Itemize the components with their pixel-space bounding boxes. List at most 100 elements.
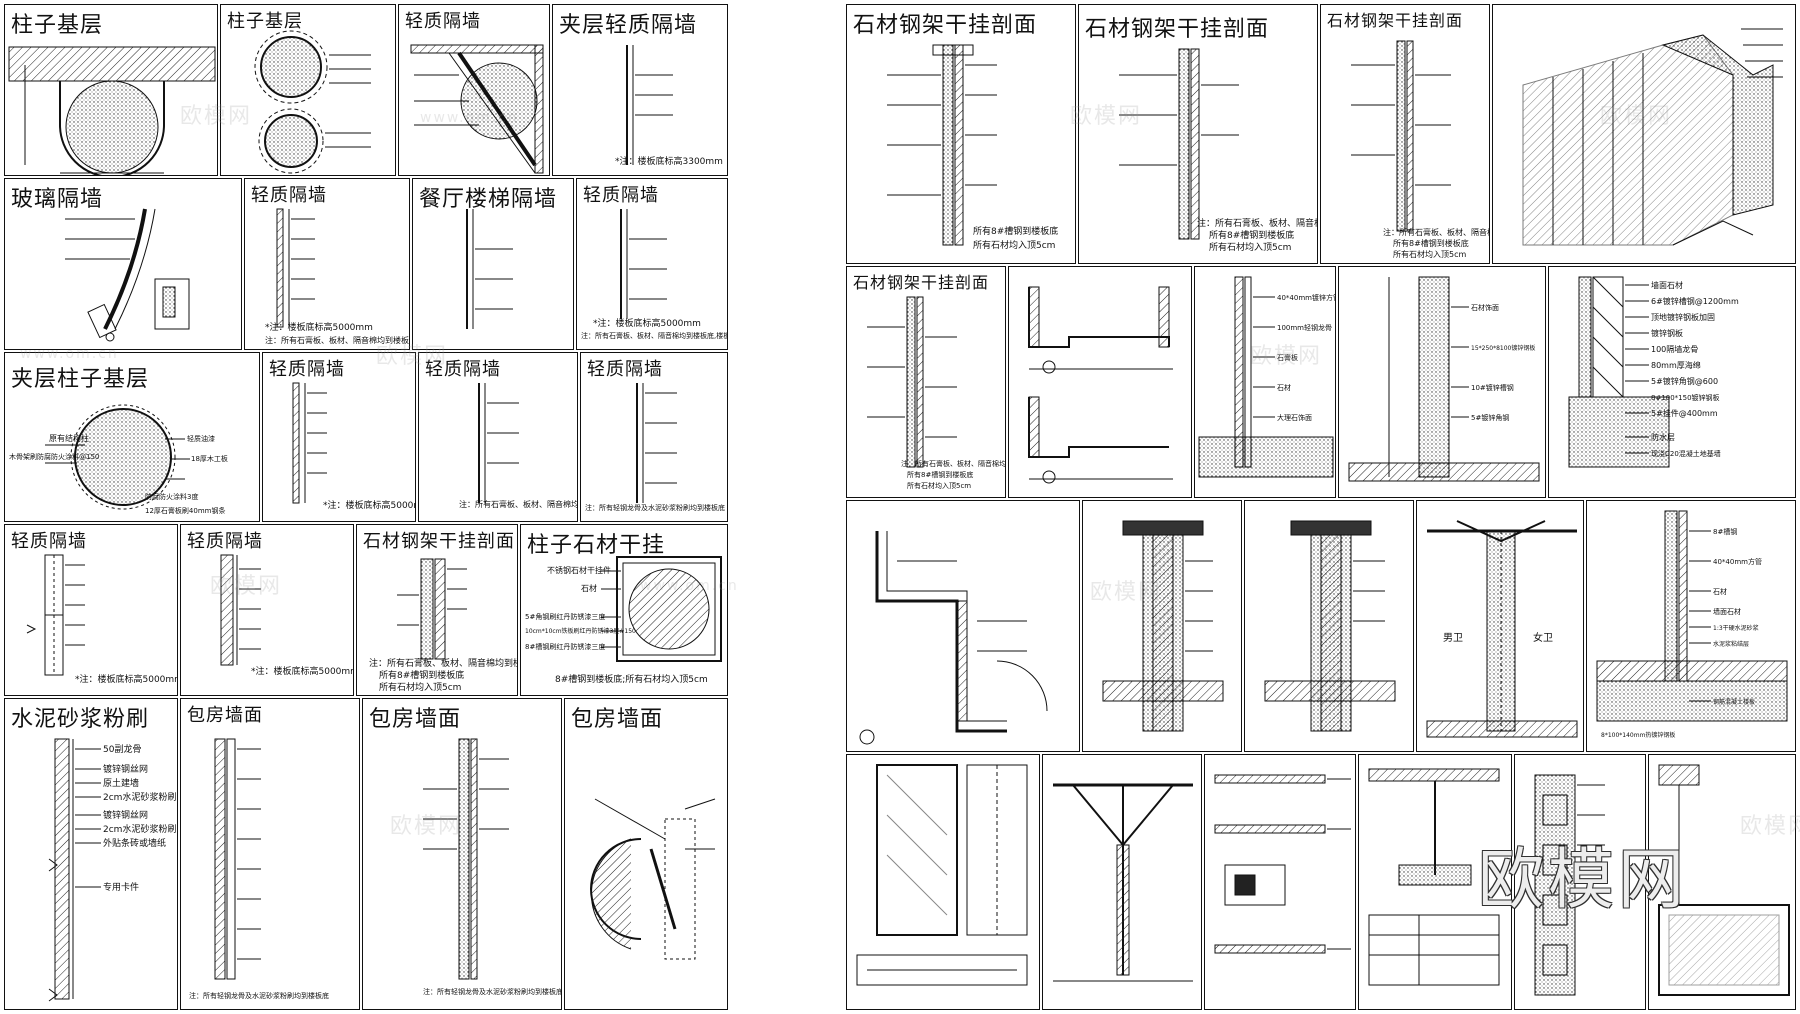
column-base-drawing-1 [8,46,216,175]
label-concrete: 现浇C20混凝土地基墙 [1651,449,1721,458]
panel-column-elevation [1514,754,1646,1010]
panel-title: 夹层轻质隔墙 [559,13,698,38]
panel-stone-dry-hang-1: 石材钢架干挂剖面 注：所有石膏板、板材、隔音棉均到楼板底 所有8#槽钢到楼板底 … [356,524,518,696]
label-mortar-2: 2cm水泥砂浆粉刷 [103,823,176,835]
stair-partition-drawing [466,209,513,329]
label-galv-angle: 5#镀锌角钢@600 [1651,376,1718,386]
label-galv-plate: 镀锌钢板 [1651,328,1683,338]
label-hanger: 5#挂件@400mm [1651,408,1718,418]
light-partition-drawing-5 [478,383,519,503]
panel-section-detail-3 [1244,500,1414,752]
label-marble: 大理石饰面 [1277,413,1312,422]
stone-wall-foundation-drawing: 墙面石材 6#镀锌槽钢@1200mm 顶地镀锌钢板加固 镀锌钢板 100隔墙龙骨… [1568,276,1739,468]
panel-title: 玻璃隔墙 [11,187,104,212]
panel-note-3: 所有石材均入顶5cm [1393,250,1467,259]
panel-title: 柱子基层 [11,13,104,38]
light-partition-drawing-6 [636,383,677,503]
wall-section-drawing: 40*40mm镀锌方管 100mm轻钢龙骨 石膏板 石材 大理石饰面 [1198,276,1336,478]
panel-light-partition-6: 轻质隔墙 注：所有轻钢龙骨及水泥砂浆粉刷均到楼板底 [580,352,728,522]
panel-title: 轻质隔墙 [405,11,481,32]
panel-note-2: 注：所有石膏板、板材、隔音棉均到楼板底,楼板底高度为5000mm [265,336,409,345]
panel-title: 石材钢架干挂剖面 [363,531,515,552]
panel-note: *注：楼板底标高3300mm [615,157,723,167]
label-sub-keel: 50副龙骨 [103,743,141,755]
panel-note: 注：所有轻钢龙骨及水泥砂浆粉刷均到楼板底 [585,504,725,512]
panel-note-2: 注：所有石膏板、板材、隔音棉均到楼板底,楼板底高度为4500mm [581,332,727,340]
panel-title: 柱子石材干挂 [527,533,666,558]
stone-dry-hang-drawing-4 [1351,40,1451,232]
panel-title: 水泥砂浆粉刷 [11,707,150,732]
panel-stone-dry-hang-4: 石材钢架干挂剖面 注：所有石膏板、板材、隔音棉均到楼板底 所有8#槽钢到楼板底 … [1320,4,1490,264]
light-partition-drawing-3 [620,209,667,319]
panel-title: 餐厅楼梯隔墙 [419,187,558,212]
panel-column-stone-dry-hang: 柱子石材干挂 不锈钢石材干挂件 石材 5#角钢刷红丹防锈漆三度 10cm*10c… [520,524,728,696]
label-angle-steel: 5#角钢刷红丹防锈漆三度 [525,612,605,621]
section-detail-drawing-3 [1264,520,1396,732]
panel-title: 夹层柱子基层 [11,367,150,392]
toilet-section-drawing: 男卫 女卫 [1426,520,1578,738]
panel-note-2: 所有8#槽钢到楼板底 [1209,231,1295,241]
panel-light-partition-7: 轻质隔墙 *注：楼板底标高5000mm [4,524,178,696]
label-iron-plate: 10cm*10cm铁板刷红丹防锈漆3度#150 [525,627,636,635]
label-channel-8: 8#槽钢 [1713,527,1737,536]
label-galv-reinforce: 顶地镀锌钢板加固 [1651,312,1715,322]
panel-title: 包房墙面 [369,707,462,732]
panel-note-1: 注：所有石膏板、板材、隔音棉均到楼板底 [1383,228,1489,237]
panel-private-room-wall-3: 包房墙面 [564,698,728,1010]
glass-elevation-drawing [856,764,1028,986]
panel-note: 注：所有石膏板、板材、隔音棉均到楼板底 [459,500,577,509]
panel-note: *注：楼板底标高5000mm [75,675,178,685]
panel-note-1: 所有8#槽钢到楼板底 [973,227,1059,237]
panel-note-1: *注：楼板底标高5000mm [593,319,701,329]
label-wood-frame: 木骨架刷防腐防火涂料@150 [9,452,99,461]
label-steel-mesh-2: 镀锌钢丝网 [103,809,148,821]
label-original-column: 原有结构柱 [49,433,89,443]
panel-wall-perspective [1492,4,1796,264]
panel-private-room-wall-1: 包房墙面 注：所有轻钢龙骨及水泥砂浆粉刷均到楼板底 [180,698,360,1010]
label-steel-mesh-1: 镀锌钢丝网 [103,763,148,775]
panel-title: 轻质隔墙 [251,185,327,206]
mezzanine-partition-drawing [626,45,673,165]
label-steel-plate: 15*250*8100镀锌钢板 [1471,344,1535,352]
label-waterproof: 防水层 [1651,432,1675,442]
floor-wall-junction-drawing: 8#槽钢 40*40mm方管 石材 墙面石材 1:3干硬水泥砂浆 水泥浆粘结层 … [1596,510,1788,739]
panel-note: 8#槽钢到楼板底;所有石材均入顶5cm [555,675,708,685]
label-stone-finish: 石材饰面 [1471,303,1499,312]
light-partition-drawing-8 [220,554,261,666]
label-clip: 专用卡件 [103,881,139,893]
label-tiles: 外贴条砖或墙纸 [103,837,166,849]
panel-plan-detail-1 [846,500,1080,752]
stone-dry-hang-drawing-1 [397,558,467,660]
plan-detail-drawing-1 [859,531,1048,745]
panel-light-partition-8: 轻质隔墙 *注：楼板底标高5000mm [180,524,354,696]
panel-note-2: 所有8#槽钢到楼板底 [379,671,465,681]
label-cement-bond: 水泥浆粘结层 [1713,640,1749,648]
ceiling-joint-drawing [1368,768,1500,986]
label-fireproof: 防腐防火涂料3度 [145,492,198,501]
stone-cladding-drawing: 石材饰面 15*250*8100镀锌钢板 10#镀锌槽钢 5#镀锌角钢 [1348,276,1540,482]
stone-dry-hang-drawing-3 [1119,48,1239,240]
section-detail-drawing-2 [1102,520,1224,732]
panel-stone-cladding-section: 石材饰面 15*250*8100镀锌钢板 10#镀锌槽钢 5#镀锌角钢 [1338,266,1546,498]
wall-perspective-drawing [1522,28,1783,246]
label-mens-toilet: 男卫 [1443,632,1463,644]
label-square-tube-2: 40*40mm方管 [1713,557,1762,566]
panel-restaurant-stair-partition: 餐厅楼梯隔墙 [412,178,574,350]
private-room-drawing-1 [214,738,261,980]
panel-ceiling-joint-details [1358,754,1512,1010]
panel-title: 石材钢架干挂剖面 [1085,17,1270,42]
panel-title: 柱子基层 [227,11,303,32]
label-wall-stone: 墙面石材 [1651,280,1683,290]
panel-glass-elevation [846,754,1040,1010]
panel-title: 轻质隔墙 [587,359,663,380]
panel-mezzanine-partition: 夹层轻质隔墙 *注：楼板底标高3300mm [552,4,728,176]
label-wood-board: 18厚木工板 [191,454,228,463]
frame-elevation-drawing [1658,764,1790,996]
ceiling-details-drawing [1214,774,1351,954]
private-room-drawing-2 [423,738,509,980]
label-square-tube: 40*40mm镀锌方管 [1277,293,1336,302]
label-rc-slab: 钢筋混凝土楼板 [1713,698,1755,706]
label-keel: 100mm轻钢龙骨 [1277,323,1332,332]
panel-note-3: 所有石材均入顶5cm [907,482,972,490]
panel-title: 石材钢架干挂剖面 [853,273,990,292]
